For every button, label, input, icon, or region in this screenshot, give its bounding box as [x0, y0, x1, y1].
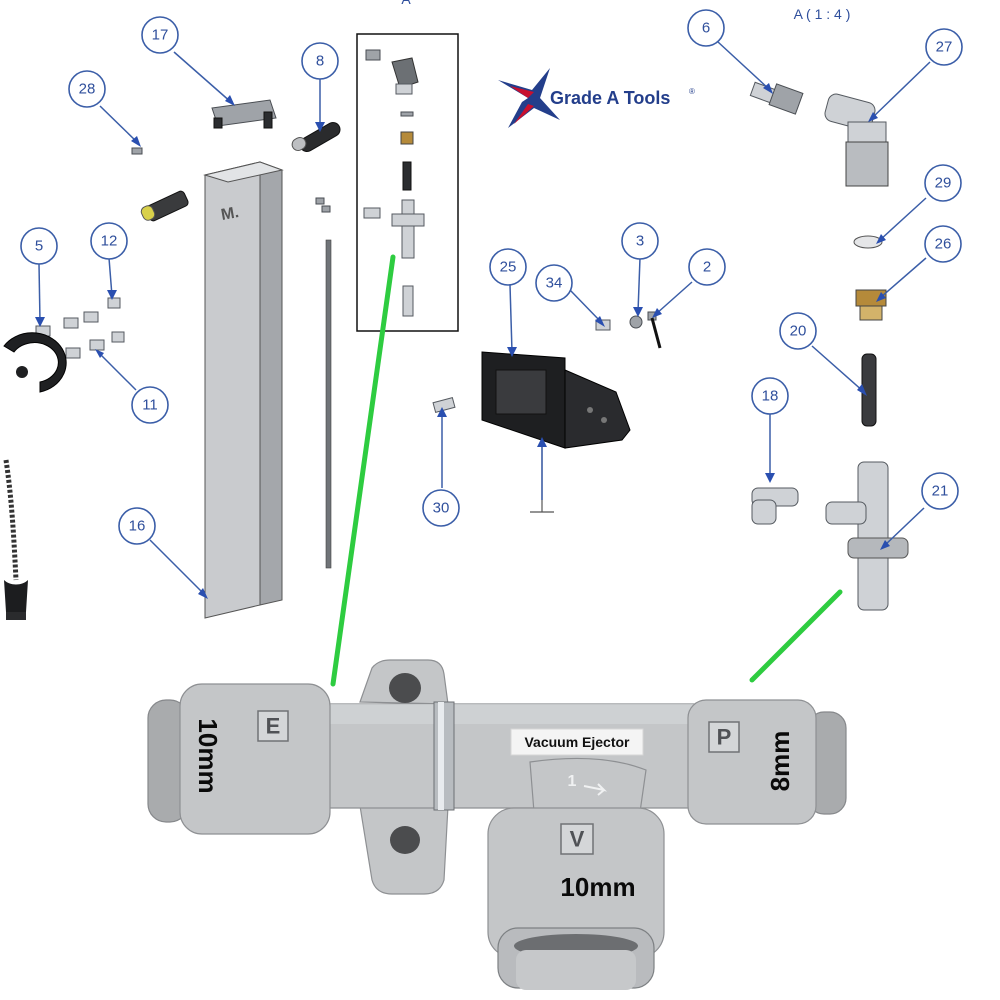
callout-28: 28 — [68, 70, 106, 108]
svg-text:20: 20 — [790, 323, 807, 340]
detail-box-a — [356, 33, 459, 332]
svg-text:2: 2 — [703, 259, 711, 276]
port-v-stamp: V — [560, 823, 594, 855]
svg-text:V: V — [570, 827, 585, 852]
leader-lines — [35, 41, 931, 599]
flow-arrow-icon — [583, 783, 608, 796]
svg-text:12: 12 — [101, 233, 118, 250]
detail-elbow-18 — [751, 487, 799, 525]
callout-20: 20 — [779, 312, 817, 350]
logo-brand-name: Grade A Tools — [550, 88, 670, 108]
svg-text:16: 16 — [129, 518, 146, 535]
detail-washer-29 — [853, 235, 883, 249]
callout-6: 6 — [687, 9, 725, 47]
svg-text:8: 8 — [316, 53, 324, 70]
body-label-text: Vacuum Ejector — [524, 734, 630, 750]
callout-11: 11 — [131, 386, 169, 424]
callout-18: 18 — [751, 377, 789, 415]
flow-mark: 1 — [568, 773, 577, 790]
svg-text:29: 29 — [935, 175, 952, 192]
svg-text:11: 11 — [142, 397, 158, 414]
svg-text:21: 21 — [932, 483, 949, 500]
upright-tube: M. — [203, 161, 284, 619]
connector-line-right — [749, 589, 843, 683]
callout-29: 29 — [924, 164, 962, 202]
svg-text:6: 6 — [702, 20, 710, 37]
logo-trademark: ® — [689, 87, 695, 96]
callout-12: 12 — [90, 222, 128, 260]
callout-8: 8 — [301, 42, 339, 80]
size-label-bottom: 10mm — [560, 872, 635, 902]
top-bracket — [211, 99, 277, 129]
svg-text:28: 28 — [79, 81, 96, 98]
callout-5: 5 — [20, 227, 58, 265]
callout-27: 27 — [925, 28, 963, 66]
port-e-stamp: E — [257, 710, 289, 742]
port-p-stamp: P — [708, 721, 740, 753]
svg-text:26: 26 — [935, 236, 952, 253]
connector-line-left — [330, 254, 396, 687]
callout-21: 21 — [921, 472, 959, 510]
size-label-left: 10mm — [193, 718, 223, 793]
svg-text:34: 34 — [546, 275, 563, 292]
callout-2: 2 — [688, 248, 726, 286]
clamp-ring — [3, 332, 67, 393]
svg-text:M.: M. — [220, 204, 240, 224]
knurled-handle — [291, 122, 341, 152]
braided-cable — [3, 459, 28, 620]
detail-elbow-27 — [824, 93, 889, 187]
detail-ejector-21 — [825, 461, 909, 611]
small-valve-parts — [595, 311, 662, 349]
small-screws — [131, 147, 331, 213]
callout-30: 30 — [422, 489, 460, 527]
body-label: Vacuum Ejector — [510, 728, 644, 756]
callout-34: 34 — [535, 264, 573, 302]
section-label: A — [401, 0, 411, 7]
callout-25: 25 — [489, 248, 527, 286]
brand-logo: Grade A Tools ® — [498, 68, 695, 128]
callout-3: 3 — [621, 222, 659, 260]
thin-rod — [325, 239, 332, 569]
fitting-30 — [432, 396, 456, 414]
detail-fitting-6 — [749, 81, 804, 115]
svg-text:17: 17 — [152, 27, 169, 44]
svg-text:25: 25 — [500, 259, 517, 276]
svg-text:18: 18 — [762, 388, 779, 405]
svg-text:P: P — [717, 725, 732, 750]
svg-text:5: 5 — [35, 238, 43, 255]
size-label-right: 8mm — [765, 731, 795, 792]
svg-text:E: E — [266, 714, 281, 739]
callout-17: 17 — [141, 16, 179, 54]
vacuum-ejector-photo — [147, 659, 847, 990]
small-fittings — [35, 297, 125, 359]
mounting-plate — [481, 351, 631, 449]
callout-16: 16 — [118, 507, 156, 545]
callout-26: 26 — [924, 225, 962, 263]
detail-scale-label: A ( 1 : 4 ) — [794, 6, 851, 22]
threaded-insert — [140, 190, 189, 222]
svg-text:27: 27 — [936, 39, 953, 56]
svg-text:3: 3 — [636, 233, 644, 250]
svg-text:30: 30 — [433, 500, 450, 517]
logo-star-icon — [498, 68, 560, 128]
detail-nut-26 — [855, 289, 887, 321]
